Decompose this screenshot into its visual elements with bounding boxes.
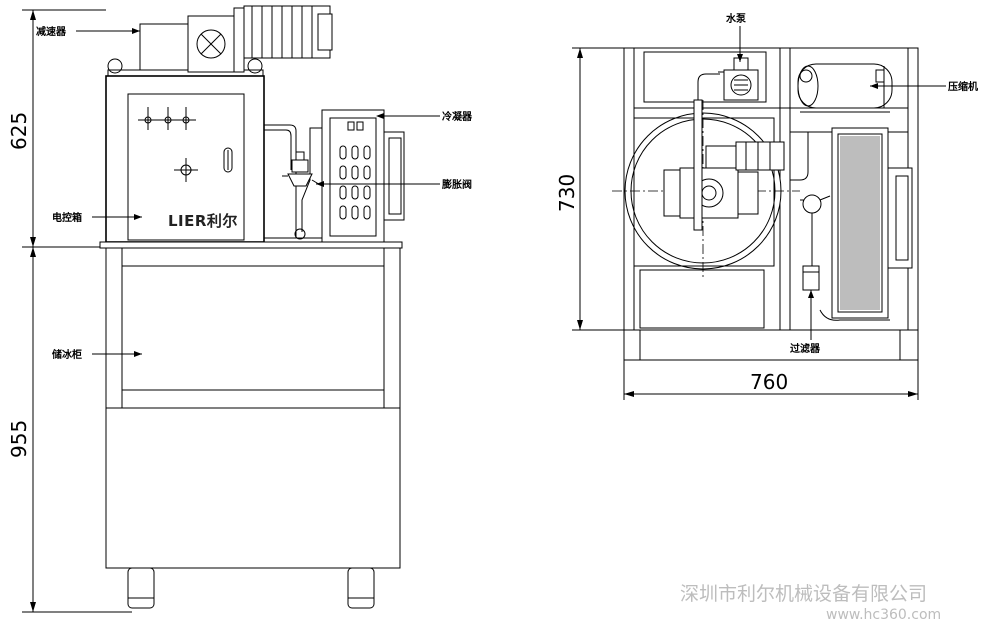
label-filter: 过滤器 — [790, 342, 821, 355]
right-callout-leaders — [737, 26, 946, 340]
dimension-top-depth: 730 — [555, 174, 579, 212]
label-compressor: 压缩机 — [948, 80, 978, 93]
right-piping — [790, 132, 831, 320]
label-ice-storage: 储冰柜 — [51, 348, 82, 361]
label-expansion-valve: 膨胀阀 — [442, 178, 472, 191]
top-plan-view: 730 760 — [555, 12, 978, 400]
label-reducer: 减速器 — [36, 25, 67, 38]
left-callout-leaders — [76, 28, 440, 357]
dimension-upper-height: 625 — [7, 112, 31, 150]
watermark-site: www.hc360.com — [826, 607, 941, 623]
control-box: LIER利尔 — [127, 93, 245, 241]
water-pump — [718, 57, 759, 101]
condenser — [321, 109, 405, 243]
dimension-lower-height: 955 — [7, 420, 31, 458]
label-condenser: 冷凝器 — [442, 110, 473, 123]
dimension-top-width: 760 — [750, 370, 788, 394]
label-control-box: 电控箱 — [52, 211, 82, 224]
condenser-fins — [819, 127, 913, 321]
expansion-valve — [282, 151, 323, 187]
label-water-pump: 水泵 — [725, 12, 747, 25]
motor-reducer-assembly — [107, 5, 333, 77]
ice-storage-cabinet — [99, 241, 403, 609]
watermark-company: 深圳市利尔机械设备有限公司 — [680, 583, 927, 605]
drum-gear-assembly — [663, 73, 785, 231]
width-dimension-lines — [623, 358, 919, 400]
brand-logo: LIER利尔 — [168, 212, 238, 230]
refrigerant-piping — [264, 124, 330, 240]
side-elevation-view: 625 955 — [7, 5, 473, 613]
height-dimension-lines — [22, 9, 132, 613]
